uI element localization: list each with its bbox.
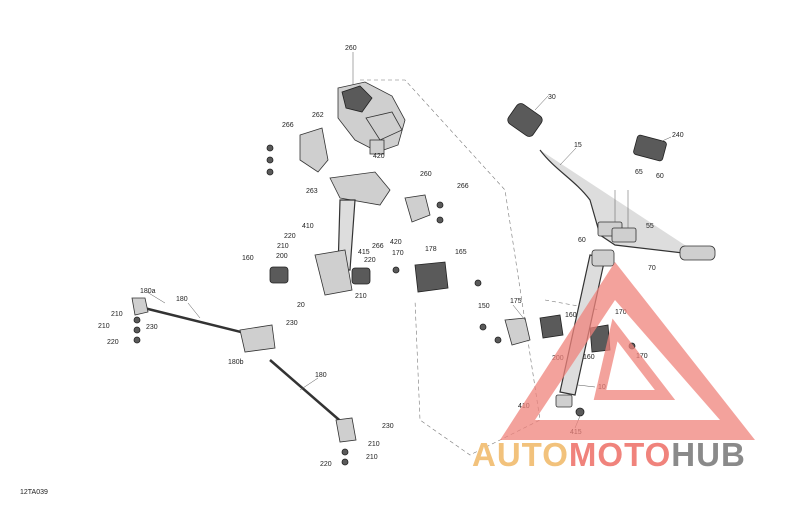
label-65: 65 bbox=[635, 169, 643, 176]
label-30: 30 bbox=[548, 94, 556, 101]
label-178: 178 bbox=[425, 246, 437, 253]
label-240: 240 bbox=[672, 132, 684, 139]
tie-rod-upper bbox=[131, 297, 276, 353]
label-20: 20 bbox=[297, 302, 305, 309]
label-260-motor: 260 bbox=[345, 45, 357, 52]
tie-rod-lower bbox=[269, 359, 357, 466]
leader-lines bbox=[146, 52, 672, 429]
label-55: 55 bbox=[646, 223, 654, 230]
steering-motor bbox=[337, 81, 406, 155]
label-220-left: 220 bbox=[107, 339, 119, 346]
label-266-right: 266 bbox=[457, 183, 469, 190]
label-175: 175 bbox=[510, 298, 522, 305]
handlebar-clamps bbox=[597, 190, 637, 243]
label-415-top: 415 bbox=[358, 249, 370, 256]
label-180a: 180a bbox=[140, 288, 156, 295]
label-165: 165 bbox=[455, 249, 467, 256]
label-420-top: 420 bbox=[373, 153, 385, 160]
label-263: 263 bbox=[306, 188, 318, 195]
lower-bracket bbox=[329, 171, 391, 206]
label-180b: 180b bbox=[228, 359, 244, 366]
label-210-left: 210 bbox=[111, 311, 123, 318]
label-266-mid: 266 bbox=[372, 243, 384, 250]
label-420-mid: 420 bbox=[390, 239, 402, 246]
side-bracket bbox=[404, 194, 444, 224]
handlebar bbox=[507, 103, 716, 261]
label-160-lower: 160 bbox=[583, 354, 595, 361]
label-210-bottom: 210 bbox=[368, 441, 380, 448]
label-410-top: 410 bbox=[302, 223, 314, 230]
label-70: 70 bbox=[648, 265, 656, 272]
label-150: 150 bbox=[478, 303, 490, 310]
label-15: 15 bbox=[574, 142, 582, 149]
label-170-lower: 170 bbox=[636, 353, 648, 360]
watermark-auto: AUTO bbox=[472, 436, 569, 473]
watermark-hub: HUB bbox=[671, 436, 746, 473]
assembly-outline bbox=[360, 79, 541, 456]
label-260-bracket: 260 bbox=[420, 171, 432, 178]
watermark-moto: MOTO bbox=[568, 436, 672, 473]
label-160-right: 160 bbox=[565, 312, 577, 319]
label-200-left: 200 bbox=[276, 253, 288, 260]
label-170-right: 170 bbox=[615, 309, 627, 316]
steering-shaft bbox=[314, 199, 356, 296]
label-220-bottom: 220 bbox=[320, 461, 332, 468]
label-220-mid: 220 bbox=[364, 257, 376, 264]
label-160-left: 160 bbox=[242, 255, 254, 262]
label-170-top: 170 bbox=[392, 250, 404, 257]
label-210-top: 210 bbox=[277, 243, 289, 250]
label-266-top: 266 bbox=[282, 122, 294, 129]
watermark-logo bbox=[500, 262, 755, 440]
clamp-178 bbox=[392, 261, 482, 293]
label-220-top: 220 bbox=[284, 233, 296, 240]
label-180-lower: 180 bbox=[315, 372, 327, 379]
label-60-mid: 60 bbox=[578, 237, 586, 244]
label-180-upper: 180 bbox=[176, 296, 188, 303]
label-210-bottom2: 210 bbox=[366, 454, 378, 461]
clamp-left bbox=[269, 266, 371, 285]
label-230-mid: 230 bbox=[286, 320, 298, 327]
watermark-text: AUTOMOTOHUB bbox=[472, 436, 746, 474]
label-210-left2: 210 bbox=[98, 323, 110, 330]
label-210-mid: 210 bbox=[355, 293, 367, 300]
diagram-code: 12TA039 bbox=[20, 489, 48, 496]
label-262: 262 bbox=[312, 112, 324, 119]
label-230-left: 230 bbox=[146, 324, 158, 331]
label-230-bottom: 230 bbox=[382, 423, 394, 430]
upper-bracket bbox=[266, 127, 329, 176]
axis-line bbox=[544, 299, 601, 311]
label-60-top: 60 bbox=[656, 173, 664, 180]
